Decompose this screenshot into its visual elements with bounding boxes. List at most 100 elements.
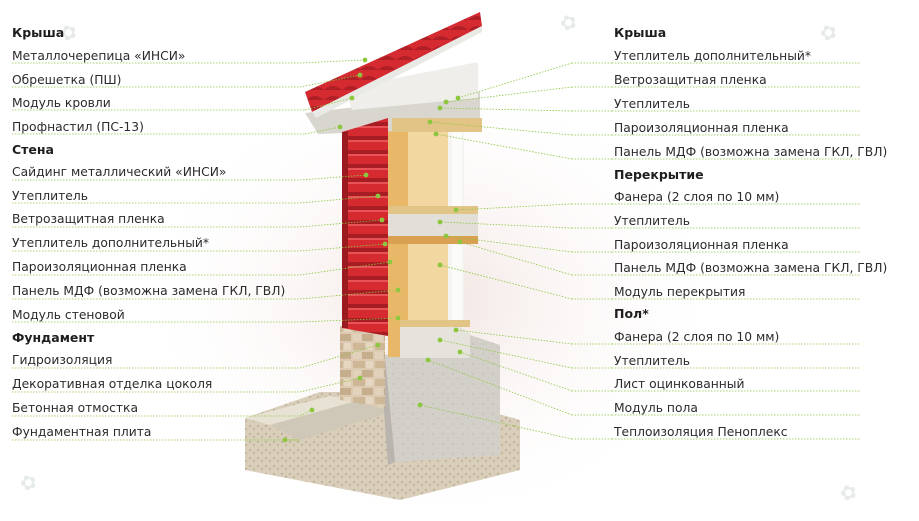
right-floor-slab-item: Фанера (2 слоя по 10 мм) [614, 190, 780, 204]
right-floor-heading: Пол* [614, 306, 649, 321]
metal-roof-tiles [305, 12, 482, 112]
leader-dot [457, 239, 463, 245]
floor-slab-beam [388, 236, 478, 244]
right-floor-slab-item: Утеплитель [614, 214, 690, 228]
leader-dot [375, 193, 381, 199]
right-floor-item: Утеплитель [614, 354, 690, 368]
left-roof-item: Металлочерепица «ИНСИ» [12, 49, 186, 63]
leader-dot [387, 259, 393, 265]
leader-dot [309, 407, 315, 413]
left-wall-item: Утеплитель [12, 189, 88, 203]
leader-line [299, 409, 313, 417]
stone-plinth-finish [340, 326, 385, 408]
concrete-blind-area-edge [270, 400, 390, 440]
leader-line [445, 235, 573, 253]
leader-dot [433, 131, 439, 137]
leader-dot [362, 57, 368, 63]
left-roof-item: Профнастил (ПС-13) [12, 120, 144, 134]
left-foundation-item: Декоративная отделка цоколя [12, 377, 213, 391]
leader-dot [417, 402, 423, 408]
leader-dot [337, 124, 343, 130]
leader-dot [455, 95, 461, 101]
siding-edge [342, 131, 348, 328]
leader-dots [282, 57, 463, 443]
leader-line [419, 404, 573, 440]
leader-dot [427, 119, 433, 125]
lower-wall-cavity [408, 244, 448, 324]
leader-line [459, 241, 573, 276]
leader-line [445, 86, 573, 103]
left-wall-item: Модуль стеновой [12, 308, 125, 322]
roof-sheathing-edge [312, 26, 482, 118]
concrete-blind-area [245, 396, 360, 425]
left-roof-item: Обрешетка (ПШ) [12, 73, 122, 87]
right-roof-item: Панель МДФ (возможна замена ГКЛ, ГВЛ) [614, 145, 888, 159]
leader-dot [453, 207, 459, 213]
right-floor-slab-item: Пароизоляционная пленка [614, 238, 789, 252]
right-roof-item: Ветрозащитная пленка [614, 73, 767, 87]
leader-lines [12, 59, 860, 441]
right-floor-slab-item: Модуль перекрытия [614, 285, 746, 299]
left-wall-item: Ветрозащитная пленка [12, 212, 165, 226]
leader-dot [457, 349, 463, 355]
leader-line [299, 289, 399, 300]
leader-dot [437, 105, 443, 111]
leader-dot [395, 315, 401, 321]
left-foundation-item: Бетонная отмостка [12, 401, 138, 415]
leader-line [457, 62, 573, 99]
leader-dot [282, 437, 288, 443]
leader-dot [357, 375, 363, 381]
leader-dot [379, 217, 385, 223]
right-floor-item: Лист оцинкованный [614, 377, 745, 391]
leader-line [299, 377, 361, 393]
left-foundation-item: Гидроизоляция [12, 353, 113, 367]
floor-slab-plywood [388, 206, 478, 214]
right-floor-slab-item: Панель МДФ (возможна замена ГКЛ, ГВЛ) [614, 261, 888, 275]
leader-line [299, 261, 391, 276]
leader-dot [437, 337, 443, 343]
leader-dot [425, 357, 431, 363]
right-roof-heading: Крыша [614, 25, 667, 40]
right-floor-item: Модуль пола [614, 401, 698, 415]
left-wall-item: Утеплитель дополнительный* [12, 236, 210, 250]
left-wall-heading: Стена [12, 142, 54, 157]
left-roof-heading: Крыша [12, 25, 65, 40]
left-roof-item: Модуль кровли [12, 96, 111, 110]
right-roof-item: Пароизоляционная пленка [614, 121, 789, 135]
left-wall-item: Панель МДФ (возможна замена ГКЛ, ГВЛ) [12, 284, 286, 298]
leader-line [304, 97, 353, 111]
roof-insulation [345, 62, 478, 110]
leader-dot [443, 233, 449, 239]
leader-dot [443, 99, 449, 105]
leader-dot [357, 72, 363, 78]
leader-line [439, 107, 573, 112]
leader-dot [395, 287, 401, 293]
leader-dot [437, 219, 443, 225]
floor-module [400, 322, 470, 358]
leader-dot [453, 327, 459, 333]
leader-dot [363, 172, 369, 178]
leader-line [455, 203, 573, 211]
leader-line [299, 174, 367, 181]
leader-line [299, 317, 399, 323]
leader-dot [437, 262, 443, 268]
leader-dot [382, 241, 388, 247]
leader-line [435, 133, 573, 160]
floor-slab-module [388, 206, 478, 244]
leader-line [299, 59, 366, 64]
leader-dot [349, 95, 355, 101]
ceiling-beam [392, 118, 482, 132]
leader-line [299, 74, 361, 88]
metal-siding [342, 118, 388, 336]
floor-plywood [400, 320, 470, 327]
right-floor-item: Теплоизоляция Пеноплекс [614, 425, 788, 439]
leader-line [439, 221, 573, 229]
leader-line [299, 243, 386, 252]
leader-line [299, 195, 379, 204]
right-roof-item: Утеплитель дополнительный* [614, 49, 812, 63]
leader-dot [375, 342, 381, 348]
right-roof-item: Утеплитель [614, 97, 690, 111]
left-wall-item: Сайдинг металлический «ИНСИ» [12, 165, 227, 179]
